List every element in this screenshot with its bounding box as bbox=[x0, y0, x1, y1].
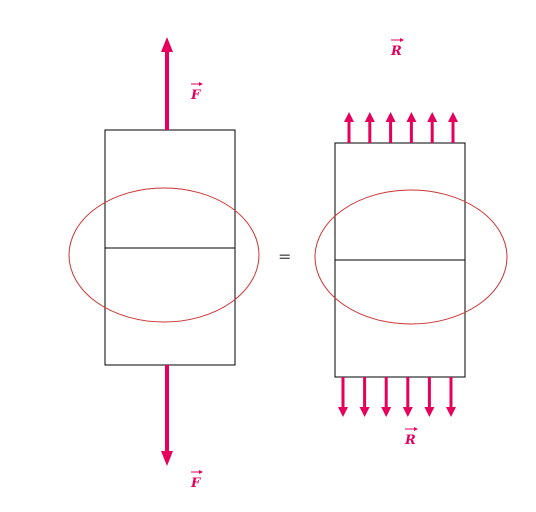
left-body: F F bbox=[68, 37, 260, 491]
distributed-arrow-down bbox=[359, 377, 370, 417]
distributed-arrow-down bbox=[338, 377, 348, 417]
vector-R-bottom-text: R bbox=[404, 433, 416, 448]
equals-sign: = bbox=[278, 247, 291, 266]
distributed-arrow-down bbox=[402, 377, 413, 417]
left-section-ellipse bbox=[68, 187, 260, 323]
left-force-label-bottom: F bbox=[190, 470, 203, 491]
right-body: R R bbox=[314, 38, 508, 448]
distributed-arrow-up bbox=[364, 112, 375, 143]
right-distributed-arrows-top bbox=[344, 112, 458, 143]
right-section-ellipse bbox=[314, 189, 508, 325]
right-distributed-arrows-bottom bbox=[338, 377, 456, 417]
left-force-arrow-top bbox=[161, 37, 173, 130]
distributed-arrow-up bbox=[385, 112, 396, 143]
distributed-arrow-down bbox=[446, 377, 456, 417]
left-force-label-top: F bbox=[190, 82, 203, 103]
right-force-label-top: R bbox=[390, 38, 404, 59]
vector-F-bottom-text: F bbox=[190, 476, 201, 491]
vector-R-top-text: R bbox=[390, 44, 402, 59]
distributed-arrow-down bbox=[424, 377, 435, 417]
right-force-label-bottom: R bbox=[404, 427, 418, 448]
vector-F-top-text: F bbox=[190, 88, 201, 103]
left-force-arrow-bottom bbox=[161, 365, 173, 466]
distributed-arrow-up bbox=[427, 112, 438, 143]
distributed-arrow-up bbox=[344, 112, 354, 143]
distributed-arrow-down bbox=[381, 377, 392, 417]
distributed-arrow-up bbox=[406, 112, 417, 143]
distributed-arrow-up bbox=[448, 112, 458, 143]
